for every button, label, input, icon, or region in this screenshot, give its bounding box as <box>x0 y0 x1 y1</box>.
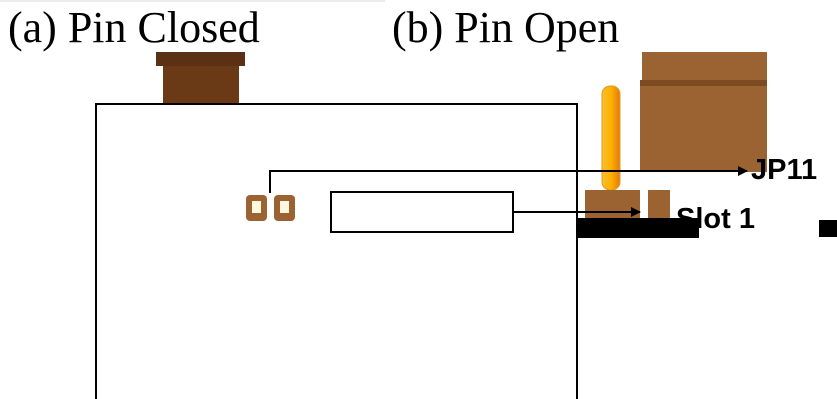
jp11-label: JP11 <box>751 154 818 186</box>
slot-1-label: Slot 1 <box>676 203 755 235</box>
open-header-left <box>585 190 640 218</box>
mainboard-outline <box>95 103 578 399</box>
open-base-bar <box>577 218 699 238</box>
jp11-jumper <box>246 195 295 221</box>
edge-marker <box>819 220 837 237</box>
open-header-right <box>648 190 670 218</box>
slot-1-outline <box>330 191 514 233</box>
caption-pin-open: (b) Pin Open <box>392 3 620 52</box>
open-jumper-pin <box>601 85 621 191</box>
caption-pin-closed: (a) Pin Closed <box>8 3 260 52</box>
open-jumper-cap <box>640 52 767 172</box>
closed-jumper-connector <box>156 52 245 104</box>
jp11-arrow <box>269 166 748 193</box>
